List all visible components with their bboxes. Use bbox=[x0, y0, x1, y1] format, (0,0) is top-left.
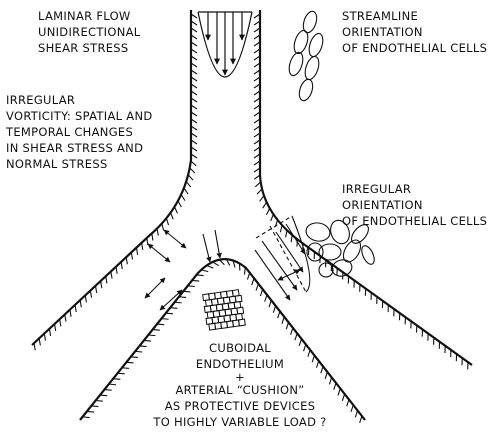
label-line: SHEAR STRESS bbox=[38, 40, 141, 56]
label-line: IRREGULAR bbox=[6, 92, 153, 108]
label-line: NORMAL STRESS bbox=[6, 156, 153, 172]
label-line: STREAMLINE bbox=[342, 8, 487, 24]
label-line: IRREGULAR bbox=[342, 181, 487, 197]
label-line: OF ENDOTHELIAL CELLS bbox=[342, 213, 487, 229]
label-line: CUBOIDAL bbox=[170, 340, 310, 356]
label-line: LAMINAR FLOW bbox=[38, 8, 141, 24]
laminar-flow-profile bbox=[198, 12, 252, 77]
label-line: TEMPORAL CHANGES bbox=[6, 124, 153, 140]
irregular-vorticity-label: IRREGULAR VORTICITY: SPATIAL AND TEMPORA… bbox=[6, 92, 153, 172]
cuboidal-cells bbox=[203, 290, 246, 330]
label-line: OF ENDOTHELIAL CELLS bbox=[342, 40, 487, 56]
label-line: AS PROTECTIVE DEVICES bbox=[120, 398, 360, 414]
streamline-cells bbox=[287, 10, 326, 103]
cuboidal-label: CUBOIDAL ENDOTHELIUM + bbox=[170, 340, 310, 383]
flow-separation-zone bbox=[255, 216, 310, 300]
left-wall bbox=[32, 10, 191, 345]
label-line: ORIENTATION bbox=[342, 24, 487, 40]
irregular-orientation-label: IRREGULAR ORIENTATION OF ENDOTHELIAL CEL… bbox=[342, 181, 487, 229]
arterial-cushion-label: ARTERIAL “CUSHION” AS PROTECTIVE DEVICES… bbox=[120, 382, 360, 430]
label-line: TO HIGHLY VARIABLE LOAD ? bbox=[120, 414, 360, 430]
label-line: IN SHEAR STRESS AND bbox=[6, 140, 153, 156]
label-line: VORTICITY: SPATIAL AND bbox=[6, 108, 153, 124]
label-line: ARTERIAL “CUSHION” bbox=[120, 382, 360, 398]
streamline-label: STREAMLINE ORIENTATION OF ENDOTHELIAL CE… bbox=[342, 8, 487, 56]
laminar-flow-label: LAMINAR FLOW UNIDIRECTIONAL SHEAR STRESS bbox=[38, 8, 141, 56]
label-line: ORIENTATION bbox=[342, 197, 487, 213]
label-line: UNIDIRECTIONAL bbox=[38, 24, 141, 40]
